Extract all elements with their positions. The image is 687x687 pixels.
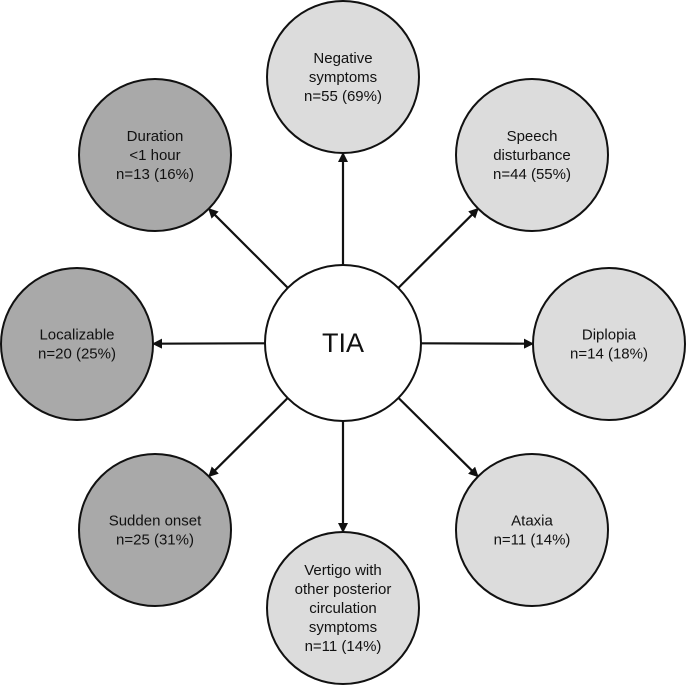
sudden-onset-label-line: Sudden onset [109, 513, 202, 530]
diplopia-label-line: n=14 (18%) [570, 346, 648, 363]
center-node: TIA [264, 264, 422, 422]
localizable-label-line: Localizable [39, 327, 114, 344]
negative-symptoms-label-line: Negative [313, 50, 372, 67]
localizable-label-line: n=20 (25%) [38, 346, 116, 363]
vertigo-label-line: circulation [309, 600, 377, 617]
arrow-to-sudden-onset [208, 397, 289, 478]
diplopia-circle [532, 267, 686, 421]
duration-circle [78, 78, 232, 232]
node-sudden-onset: Sudden onset n=25 (31%) [78, 453, 232, 607]
duration-label-line: n=13 (16%) [116, 166, 194, 183]
duration-label-line: Duration [127, 128, 184, 145]
node-vertigo: Vertigo with other posterior circulation sy… [266, 531, 420, 685]
negative-symptoms-label-line: symptoms [309, 69, 377, 86]
negative-symptoms-circle [266, 0, 420, 154]
ataxia-label-line: n=11 (14%) [494, 532, 571, 549]
sudden-onset-label-line: n=25 (31%) [116, 532, 194, 549]
arrow-to-duration [208, 208, 289, 289]
vertigo-label-line: symptoms [309, 619, 377, 636]
center-circle [264, 264, 422, 422]
node-duration: Duration <1 hour n=13 (16%) [78, 78, 232, 232]
speech-disturbance-circle [455, 78, 609, 232]
localizable-circle [0, 267, 154, 421]
ataxia-label-line: Ataxia [511, 513, 553, 530]
node-speech-disturbance: Speech disturbance n=44 (55%) [455, 78, 609, 232]
speech-disturbance-label-line: Speech [507, 128, 558, 145]
vertigo-label-line: n=11 (14%) [305, 638, 382, 655]
sudden-onset-circle [78, 453, 232, 607]
arrow-to-ataxia [397, 397, 479, 478]
center-label: TIA [322, 328, 364, 358]
speech-disturbance-label-line: disturbance [493, 147, 571, 164]
duration-label-line: <1 hour [129, 147, 180, 164]
vertigo-circle [266, 531, 420, 685]
speech-disturbance-label-line: n=44 (55%) [493, 166, 571, 183]
arrow-to-speech-disturbance [397, 207, 479, 289]
negative-symptoms-label-line: n=55 (69%) [304, 88, 382, 105]
ataxia-circle [455, 453, 609, 607]
arrows-layer [151, 152, 535, 533]
node-ataxia: Ataxia n=11 (14%) [455, 453, 609, 607]
diplopia-label-line: Diplopia [582, 327, 637, 344]
node-negative-symptoms: Negative symptoms n=55 (69%) [266, 0, 420, 154]
node-localizable: Localizable n=20 (25%) [0, 267, 154, 421]
vertigo-label-line: other posterior [295, 581, 392, 598]
node-diplopia: Diplopia n=14 (18%) [532, 267, 686, 421]
vertigo-label-line: Vertigo with [304, 562, 382, 579]
